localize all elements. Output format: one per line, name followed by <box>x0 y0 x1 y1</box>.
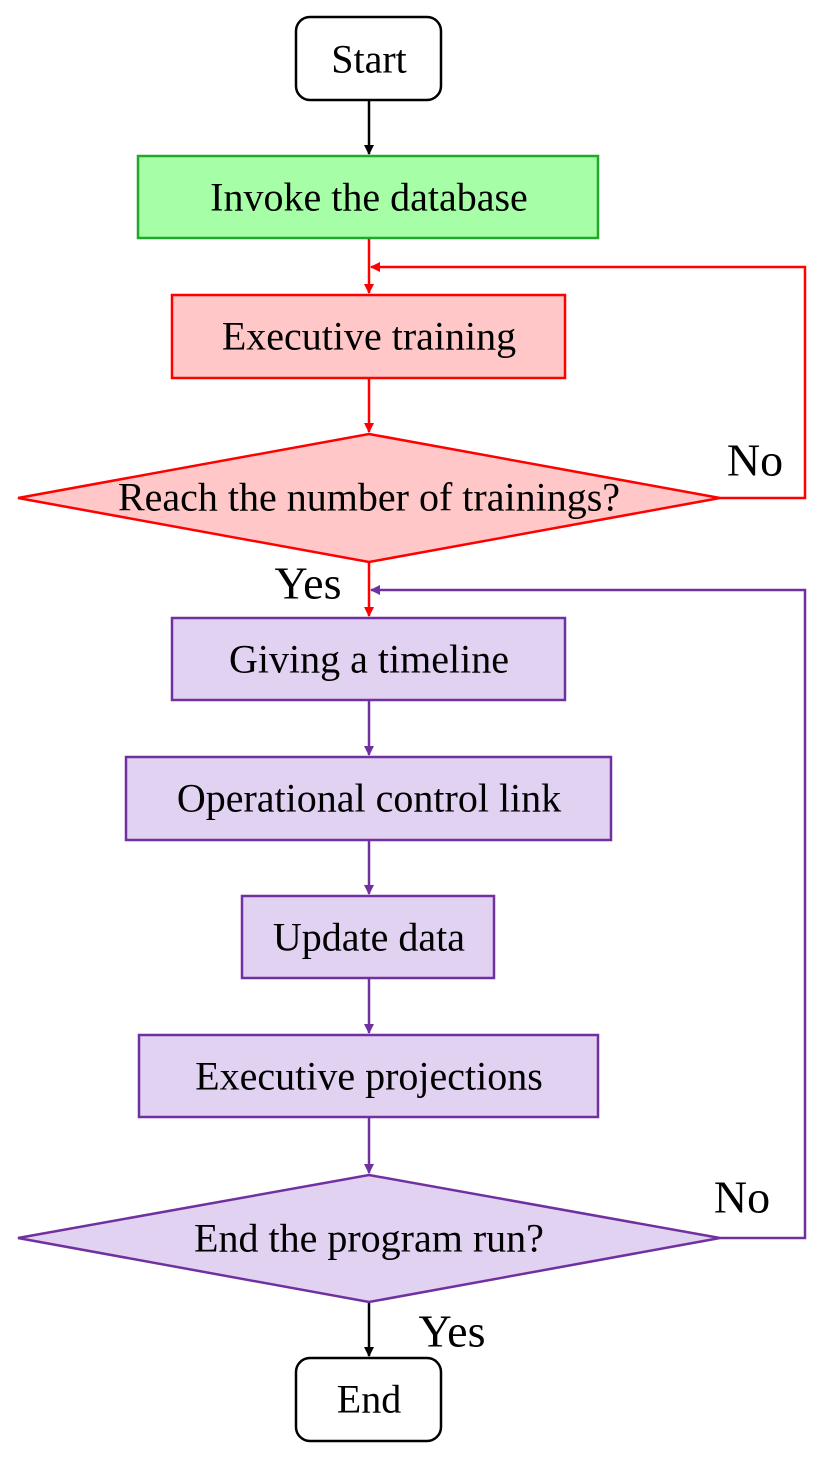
invoke-database-box: Invoke the database <box>136 154 600 240</box>
loop-decision2-no <box>370 585 807 1240</box>
executive-projections-label: Executive projections <box>195 1054 543 1099</box>
operational-control-box: Operational control link <box>124 755 613 842</box>
executive-training-label: Executive training <box>222 314 516 359</box>
decision-end-run: End the program run? <box>17 1173 721 1304</box>
executive-training-box: Executive training <box>170 293 567 380</box>
decision-trainings-yes-label: Yes <box>275 558 342 609</box>
operational-control-label: Operational control link <box>177 776 561 821</box>
update-data-box: Update data <box>240 894 496 980</box>
giving-timeline-label: Giving a timeline <box>229 637 509 682</box>
decision-end-run-no-label: No <box>714 1172 770 1223</box>
decision-trainings: Reach the number of trainings? <box>17 432 721 564</box>
loop-decision1-no <box>370 262 807 500</box>
start-node: Start <box>294 15 443 102</box>
decision-trainings-label: Reach the number of trainings? <box>118 475 620 520</box>
decision-end-run-label: End the program run? <box>194 1216 544 1261</box>
start-label: Start <box>331 37 407 82</box>
decision-end-run-yes-label: Yes <box>419 1306 486 1357</box>
decision-trainings-no-label: No <box>727 435 783 486</box>
giving-timeline-box: Giving a timeline <box>170 616 567 702</box>
executive-projections-box: Executive projections <box>137 1033 600 1119</box>
update-data-label: Update data <box>273 915 465 960</box>
end-label: End <box>337 1377 401 1422</box>
end-node: End <box>294 1356 443 1443</box>
invoke-database-label: Invoke the database <box>210 175 528 220</box>
